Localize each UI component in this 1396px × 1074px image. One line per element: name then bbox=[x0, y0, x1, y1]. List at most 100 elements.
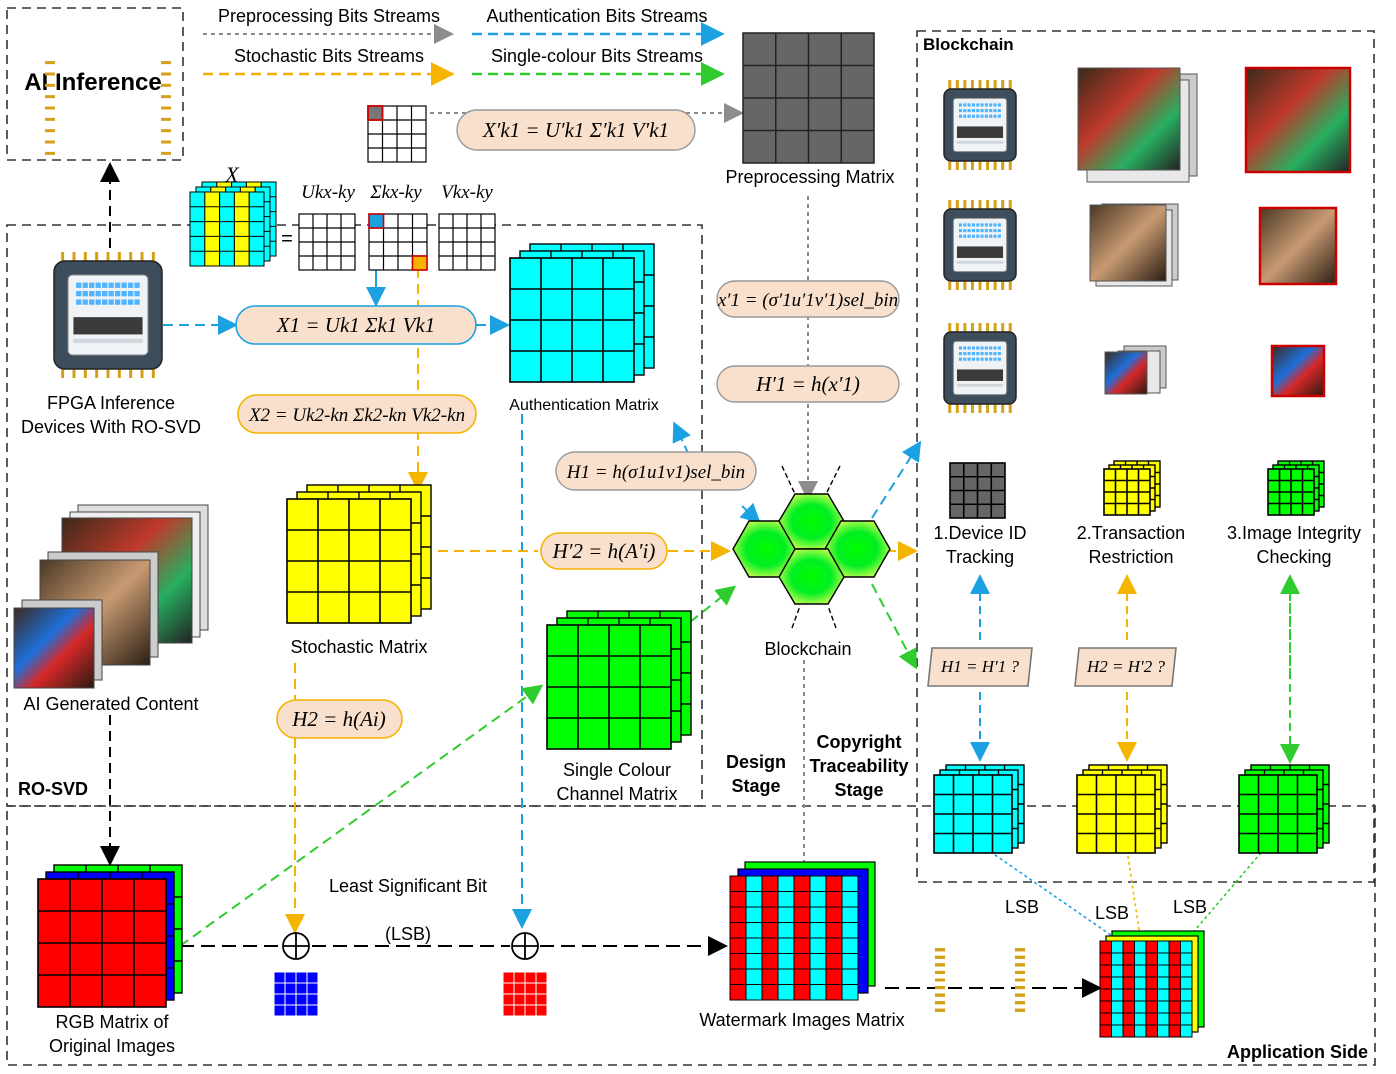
device-id-label-2: Tracking bbox=[946, 547, 1014, 567]
formula-box-x-prime bbox=[456, 109, 696, 151]
final-watermark-matrix bbox=[1099, 930, 1205, 1038]
device-id-label-1: 1.Device ID bbox=[933, 523, 1026, 543]
transaction-label-1: 2.Transaction bbox=[1077, 523, 1185, 543]
device-id-result-matrix-front bbox=[933, 774, 1013, 854]
check-formula-1: H1 = H′1 ? bbox=[940, 657, 1019, 676]
authentication-matrix-label: Authentication Matrix bbox=[509, 397, 658, 414]
legend-authentication: Authentication Bits Streams bbox=[486, 6, 707, 26]
formula-box-x1 bbox=[235, 305, 477, 345]
legend: Preprocessing Bits Streams Authenticatio… bbox=[203, 6, 725, 86]
formula-box-x2 bbox=[237, 394, 477, 434]
legend-stochastic: Stochastic Bits Streams bbox=[234, 46, 424, 66]
integrity-label-2: Checking bbox=[1256, 547, 1331, 567]
integrity-matrix-front bbox=[1267, 468, 1315, 516]
single-colour-label-1: Single Colour bbox=[563, 760, 671, 780]
integrity-matrix bbox=[1267, 460, 1325, 516]
application-side-title: Application Side bbox=[1227, 1042, 1368, 1062]
svd-u-matrix bbox=[298, 213, 356, 271]
device-id-result-matrix bbox=[933, 764, 1025, 854]
svd-v-label: Vkx-ky bbox=[441, 182, 493, 203]
final-watermark-front bbox=[1099, 940, 1193, 1038]
device-id-matrix bbox=[949, 462, 1006, 519]
svd-sigma-label: Σkx-ky bbox=[369, 182, 422, 203]
svd-x-label: X bbox=[224, 162, 240, 187]
fpga-label-2: Devices With RO-SVD bbox=[21, 417, 201, 437]
copyright-stage-title-1: Copyright bbox=[817, 732, 902, 752]
application-side-region bbox=[6, 805, 1376, 1066]
watermark-label: Watermark Images Matrix bbox=[699, 1010, 904, 1030]
legend-preprocessing: Preprocessing Bits Streams bbox=[218, 6, 440, 26]
device-id-matrix-front bbox=[949, 462, 1006, 519]
formula-h1: H1 = h(σ1u1v1)sel_bin bbox=[566, 462, 745, 483]
blockchain-hexagons bbox=[732, 465, 891, 629]
watermark-images-matrix bbox=[729, 861, 876, 1001]
xor-operators bbox=[282, 932, 539, 960]
preprocessing-matrix bbox=[742, 32, 875, 164]
authentication-matrix-front bbox=[509, 257, 635, 383]
rgb-matrix-front bbox=[37, 878, 167, 1008]
formula-box-h1 bbox=[555, 451, 757, 491]
formula-x1-bin: x′1 = (σ′1u′1v′1)sel_bin bbox=[717, 290, 898, 311]
fpga-chip-3 bbox=[935, 323, 1025, 1012]
transaction-label-2: Restriction bbox=[1088, 547, 1173, 567]
formula-box-x1-bin bbox=[716, 280, 900, 318]
matrix-grids bbox=[37, 32, 1330, 1038]
transaction-result-matrix-front bbox=[1076, 774, 1156, 854]
svd-u-label: Ukx-ky bbox=[301, 182, 355, 203]
formula-x-prime: X′k1 = U′k1 Σ′k1 V′k1 bbox=[482, 118, 669, 142]
copyright-stage-title-3: Stage bbox=[834, 780, 883, 800]
rgb-label-1: RGB Matrix of bbox=[55, 1012, 169, 1032]
integrity-result-matrix bbox=[1238, 764, 1330, 854]
formula-h2: H2 = h(Ai) bbox=[291, 707, 386, 731]
stochastic-matrix-front bbox=[286, 498, 412, 624]
rgb-matrix bbox=[37, 864, 183, 1008]
sigma-first-cell bbox=[368, 213, 385, 229]
formula-box-h1-prime bbox=[716, 365, 900, 403]
lsb-full-label: Least Significant Bit bbox=[329, 876, 487, 896]
red-key-matrix bbox=[502, 971, 548, 1017]
single-colour-matrix bbox=[546, 610, 692, 750]
design-stage-title-1: Design bbox=[726, 752, 786, 772]
lsb-label-2: LSB bbox=[1095, 903, 1129, 923]
watermark-front bbox=[729, 875, 859, 1001]
stochastic-matrix-label: Stochastic Matrix bbox=[290, 637, 427, 657]
ai-inference-title: AI Inference bbox=[24, 69, 161, 96]
integrity-label-1: 3.Image Integrity bbox=[1227, 523, 1361, 543]
copyright-stage-title-2: Traceability bbox=[809, 756, 908, 776]
hexagon-bottom bbox=[778, 548, 845, 605]
formula-h2-prime: H′2 = h(A′i) bbox=[552, 539, 656, 563]
formula-boxes bbox=[235, 109, 1177, 739]
fpga-label-1: FPGA Inference bbox=[47, 393, 175, 413]
formula-box-h2-prime bbox=[540, 532, 668, 570]
blockchain-image-stacks bbox=[1077, 66, 1352, 398]
formula-x2: X2 = Uk2-kn Σk2-kn Vk2-kn bbox=[248, 405, 465, 426]
transaction-result-matrix bbox=[1076, 764, 1168, 854]
fpga-chip-2 bbox=[935, 200, 1025, 1012]
fpga-chips bbox=[45, 61, 1025, 1012]
selected-cell bbox=[367, 105, 384, 121]
preprocessing-matrix-label: Preprocessing Matrix bbox=[725, 167, 894, 187]
formula-h1-prime: H′1 = h(x′1) bbox=[755, 372, 860, 396]
svd-v-matrix bbox=[438, 213, 496, 271]
ro-svd-title: RO-SVD bbox=[18, 779, 88, 799]
transaction-matrix bbox=[1103, 460, 1161, 516]
check-box-1 bbox=[927, 647, 1033, 687]
authentication-matrix bbox=[509, 243, 655, 383]
svd-equals-sign: = bbox=[281, 228, 293, 250]
single-colour-matrix-front bbox=[546, 624, 672, 750]
aigc-image-stack bbox=[13, 504, 209, 689]
blue-key-matrix bbox=[273, 971, 319, 1017]
lsb-label-1: LSB bbox=[1005, 897, 1039, 917]
rgb-label-2: Original Images bbox=[49, 1036, 175, 1056]
single-colour-label-2: Channel Matrix bbox=[556, 784, 677, 804]
aigc-label: AI Generated Content bbox=[23, 694, 198, 714]
integrity-result-matrix-front bbox=[1238, 774, 1318, 854]
transaction-matrix-front bbox=[1103, 468, 1151, 516]
formula-x1: X1 = Uk1 Σk1 Vk1 bbox=[276, 313, 435, 337]
design-stage-title-2: Stage bbox=[731, 776, 780, 796]
legend-single-colour: Single-colour Bits Streams bbox=[491, 46, 703, 66]
fpga-chip-main bbox=[45, 61, 171, 378]
formula-box-h2 bbox=[276, 699, 403, 739]
sigma-last-cell bbox=[411, 255, 428, 271]
